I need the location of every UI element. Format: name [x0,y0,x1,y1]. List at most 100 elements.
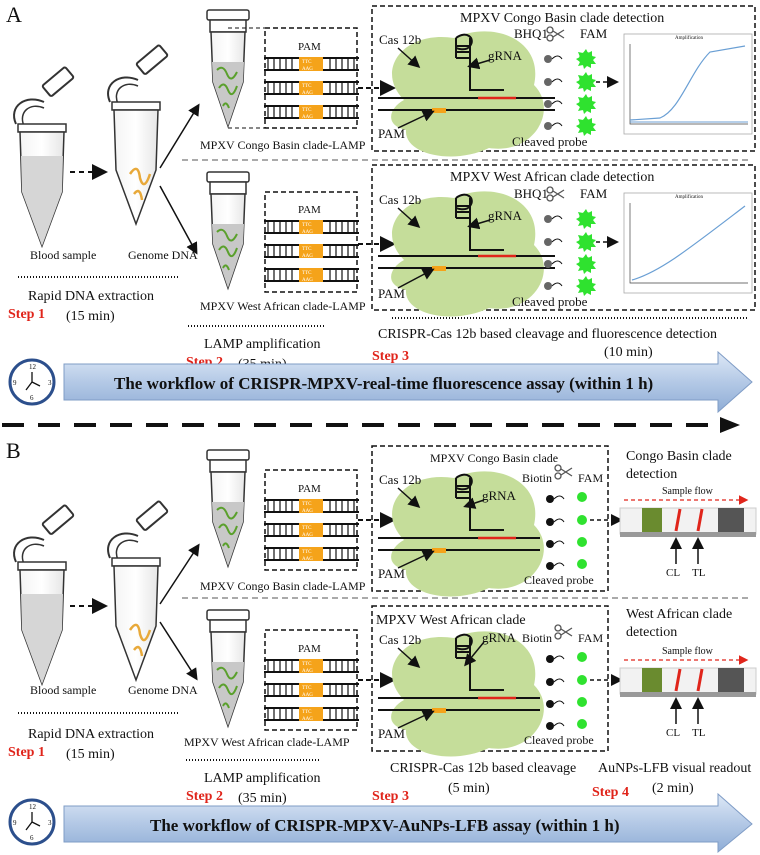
grna-label-congo-a: gRNA [488,48,523,63]
svg-text:3: 3 [48,379,52,387]
pam-seq-bottom: AAG [302,669,313,674]
blood-sample-label-b: Blood sample [30,683,96,697]
lamp-tube-west-b [206,609,250,727]
pam-label-congo-a: PAM [378,126,405,141]
panel-b-label: B [6,438,21,463]
step1-a: Step 1 [8,307,45,322]
det-west-title-a: MPXV West African clade detection [450,170,654,185]
pam-title-congo-a: PAM [298,41,321,53]
amp-plot-title-west-a: Amplification [675,195,704,200]
pam-seq-bottom: AAG [302,254,313,259]
cleaved-label-west-b: Cleaved probe [524,733,594,747]
cas-label-congo-a: Cas 12b [379,32,421,47]
pam-seq-bottom: AAG [302,230,313,235]
pam-seq-top: TTC [302,710,312,715]
grna-label-west-a: gRNA [488,208,523,223]
svg-text:3: 3 [48,819,52,827]
lfb-strip-west [619,667,757,697]
pam-seq-top: TTC [302,526,312,531]
lamp-congo-label-b: MPXV Congo Basin clade-LAMP [200,579,366,593]
pam-seq-top: TTC [302,271,312,276]
pam-seq-bottom: AAG [302,533,313,538]
clock-a: 12 3 6 9 [8,358,56,406]
congo-det-l2: detection [626,467,677,482]
grna-label-west-b: gRNA [482,630,517,645]
branch-arrow-congo-a [159,103,200,169]
pam-seq-bottom: AAG [302,278,313,283]
lamp-tube-congo-a [206,9,250,127]
panel-a-label: A [6,2,22,27]
step3-a: Step 3 [372,349,409,364]
svg-text:6: 6 [30,394,34,402]
blood-sample-label-a: Blood sample [30,248,96,262]
congo-det-l1: Congo Basin clade [626,449,732,464]
cleavage-time-a: (10 min) [604,345,653,360]
workflow-label-b: The workflow of CRISPR-MPXV-AuNPs-LFB as… [150,816,620,835]
cleaved-label-congo-b: Cleaved probe [524,573,594,587]
extraction-label-a: Rapid DNA extraction [28,289,154,304]
pam-seq-bottom: AAG [302,91,313,96]
lamp-tube-congo-b [206,449,250,567]
genome-dna-label-a: Genome DNA [128,248,198,262]
det-congo-title-a: MPXV Congo Basin clade detection [460,11,664,26]
pam-seq-bottom: AAG [302,509,313,514]
pam-title-west-b: PAM [298,643,321,655]
lamp-west-label-a: MPXV West African clade-LAMP [200,299,366,313]
pam-seq-bottom: AAG [302,67,313,72]
extraction-label-b: Rapid DNA extraction [28,727,154,742]
step2-b: Step 2 [186,789,223,804]
step1-b: Step 1 [8,745,45,760]
pam-seq-bottom: AAG [302,717,313,722]
blood-sample-tube-b [13,503,75,685]
probes-congo-a [544,49,596,136]
fam-label-congo-b: FAM [578,471,603,485]
cleavage-label-a: CRISPR-Cas 12b based cleavage and fluore… [378,327,717,342]
pam-title-congo-b: PAM [298,483,321,495]
pam-seq-top: TTC [302,686,312,691]
fam-label-west-b: FAM [578,631,603,645]
det-west-title-b: MPXV West African clade [376,613,526,628]
cl-label-west: CL [666,727,680,739]
step4-b: Step 4 [592,785,629,800]
pam-seq-bottom: AAG [302,115,313,120]
cleaved-label-west-a: Cleaved probe [512,294,588,309]
pam-title-west-a: PAM [298,204,321,216]
lamp-label-a: LAMP amplification [204,337,321,352]
lamp-time-b: (35 min) [238,791,287,806]
svg-text:9: 9 [13,379,17,387]
extraction-time-a: (15 min) [66,309,115,324]
svg-text:12: 12 [29,803,37,811]
sample-flow-congo: Sample flow [662,486,714,497]
tl-label-congo: TL [692,567,706,579]
svg-text:12: 12 [29,363,37,371]
grna-label-congo-b: gRNA [482,488,517,503]
genome-dna-label-b: Genome DNA [128,683,198,697]
step3-b: Step 3 [372,789,409,804]
det-congo-title-b: MPXV Congo Basin clade [430,451,558,465]
pam-seq-top: TTC [302,247,312,252]
cas-label-west-b: Cas 12b [379,632,421,647]
lfb-time: (2 min) [652,781,694,796]
cleaved-label-congo-a: Cleaved probe [512,134,588,149]
west-det-l1: West African clade [626,607,732,622]
probes-west-b [546,652,587,730]
blood-sample-tube-a [13,65,75,247]
pam-seq-top: TTC [302,60,312,65]
detection-box-congo-b [371,445,609,592]
tl-label-west: TL [692,727,706,739]
pam-label-west-b: PAM [378,726,405,741]
workflow-arrow-b [63,792,753,854]
biotin-label-west-b: Biotin [522,631,552,645]
cas-label-west-a: Cas 12b [379,192,421,207]
amp-plot-west-a: Amplification [623,192,753,294]
cleavage-label-b: CRISPR-Cas 12b based cleavage [390,761,576,776]
amp-plot-congo-a: Amplification [623,33,753,135]
pam-seq-top: TTC [302,223,312,228]
pam-seq-bottom: AAG [302,557,313,562]
detection-box-west-b [371,605,609,752]
probes-congo-b [546,492,587,570]
probes-west-a [544,209,596,296]
pam-seq-top: TTC [302,502,312,507]
cas-label-congo-b: Cas 12b [379,472,421,487]
